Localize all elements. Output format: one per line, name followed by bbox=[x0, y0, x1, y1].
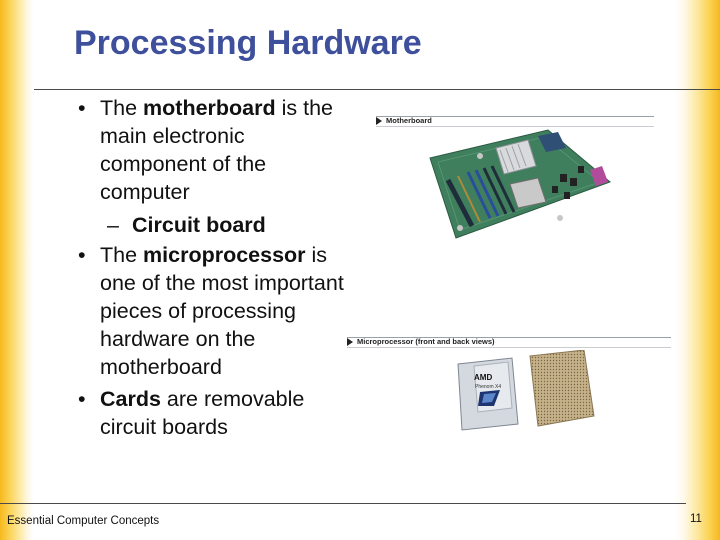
bullet-text: is one of the most important pieces of p… bbox=[100, 243, 344, 379]
dash-mark: – bbox=[107, 213, 119, 237]
sub-bullet-text: Circuit board bbox=[132, 213, 266, 237]
motherboard-caption-bar: Motherboard bbox=[376, 116, 654, 127]
microprocessor-caption-bar: Microprocessor (front and back views) bbox=[347, 337, 671, 348]
footer-page-number: 11 bbox=[690, 513, 702, 525]
chip-brand: AMD bbox=[474, 373, 492, 382]
bullet-cards: • Cards are removable circuit boards bbox=[74, 385, 344, 441]
caption-marker-icon bbox=[376, 117, 382, 125]
bullet-text: are removable circuit boards bbox=[100, 387, 305, 439]
right-gold-edge bbox=[674, 0, 720, 540]
microprocessor-caption: Microprocessor (front and back views) bbox=[357, 337, 495, 346]
bullet-mark: • bbox=[78, 387, 86, 411]
chip-model: Phenom X4 bbox=[475, 384, 501, 390]
bullet-term-cards: Cards bbox=[100, 387, 161, 411]
microprocessor-image: AMD Phenom X4 bbox=[457, 350, 595, 431]
bullet-text: The bbox=[100, 96, 144, 120]
title-divider bbox=[34, 89, 720, 90]
sub-bullet-circuit-board: –Circuit board bbox=[74, 211, 344, 239]
bullet-term-motherboard: motherboard bbox=[143, 96, 276, 120]
footer-course-title: Essential Computer Concepts bbox=[7, 515, 160, 527]
caption-marker-icon bbox=[347, 338, 353, 346]
motherboard-caption: Motherboard bbox=[386, 116, 432, 125]
motherboard-image bbox=[429, 129, 611, 239]
bullet-motherboard: • The motherboard is the main electronic … bbox=[74, 94, 344, 206]
bullet-text: The bbox=[100, 243, 144, 267]
bullet-mark: • bbox=[78, 96, 86, 120]
slide-title: Processing Hardware bbox=[74, 24, 422, 62]
bullet-list: • The motherboard is the main electronic … bbox=[74, 94, 344, 441]
bullet-mark: • bbox=[78, 243, 86, 267]
left-gold-edge bbox=[0, 0, 34, 540]
bullet-text: is the main electronic component of the … bbox=[100, 96, 333, 204]
bullet-microprocessor: • The microprocessor is one of the most i… bbox=[74, 241, 344, 381]
bullet-term-microprocessor: microprocessor bbox=[143, 243, 306, 267]
footer-divider bbox=[0, 503, 686, 504]
